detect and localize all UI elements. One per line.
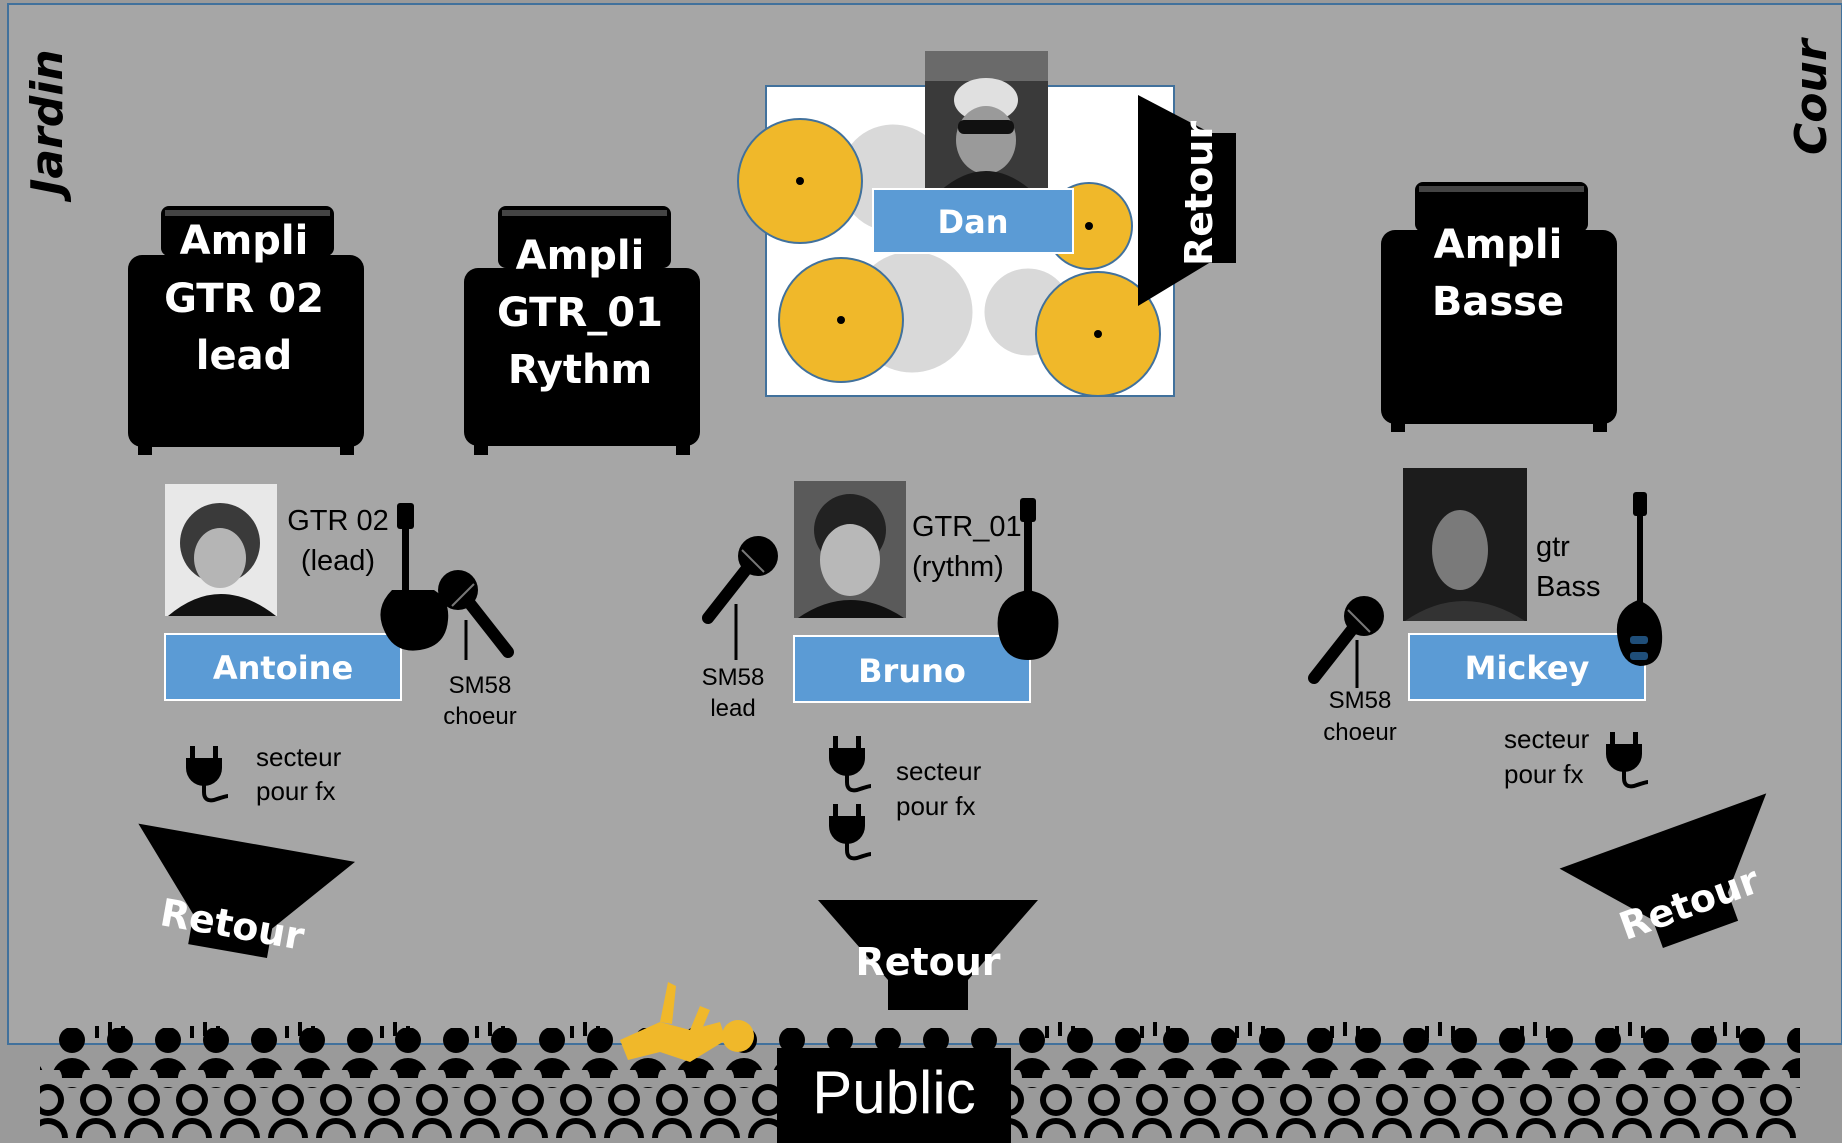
- mic-label-line: SM58: [702, 664, 765, 691]
- power-label-line: secteur: [256, 742, 342, 772]
- musician-role-line: Bass: [1536, 571, 1600, 603]
- mic-label-line: choeur: [443, 703, 516, 730]
- musician-name: Antoine: [213, 649, 353, 687]
- power-label-line: secteur: [896, 756, 982, 786]
- power-label-line: pour fx: [256, 776, 336, 806]
- amp-label-line: GTR_01: [497, 290, 663, 336]
- amp-label-line: lead: [196, 333, 292, 379]
- monitor-drums: Retour: [1138, 95, 1236, 306]
- crowd-surfer-icon: [620, 982, 754, 1062]
- mic-label-line: choeur: [1323, 719, 1396, 746]
- drummer-photo: [925, 51, 1048, 191]
- name-box-dan: [872, 188, 1074, 254]
- musician-role-line: GTR_01: [912, 511, 1022, 543]
- monitor-center: Retour: [818, 900, 1038, 1010]
- bass-guitar-icon: [1616, 492, 1663, 666]
- amp-label-line: Ampli: [516, 233, 645, 279]
- amp-label-line: Ampli: [180, 218, 309, 264]
- amp-label-line: Basse: [1432, 279, 1564, 325]
- musician-photo-antoine: [165, 484, 277, 616]
- musician-name: Bruno: [858, 652, 966, 690]
- power-label-line: pour fx: [1504, 759, 1584, 789]
- hollowbody-guitar-icon: [997, 498, 1059, 660]
- mic-label-line: SM58: [1329, 687, 1392, 714]
- musician-name: Dan: [938, 203, 1009, 241]
- name-box-bruno: [793, 635, 1031, 703]
- musician-name: Mickey: [1465, 649, 1590, 687]
- musician-role-line: (lead): [301, 545, 375, 577]
- public-label-box: [777, 1048, 1011, 1143]
- monitor-label: Retour: [855, 940, 1000, 984]
- musician-photo-bruno: [794, 481, 906, 618]
- name-box-antoine: [164, 633, 402, 701]
- name-box-mickey: [1408, 633, 1646, 701]
- power-label-line: secteur: [1504, 724, 1590, 754]
- monitor-label: Retour: [1177, 121, 1221, 266]
- amp-gtr02: Ampli GTR 02 lead: [128, 206, 364, 455]
- musician-role-line: (rythm): [912, 551, 1004, 583]
- side-label-cour: Cour: [1786, 37, 1837, 155]
- musician-role-line: GTR 02: [287, 505, 389, 537]
- mic-label-line: lead: [710, 695, 755, 722]
- amp-label-line: Ampli: [1434, 222, 1563, 268]
- amp-basse: Ampli Basse: [1381, 182, 1617, 432]
- public-label: Public: [812, 1059, 975, 1126]
- musician-photo-mickey: [1403, 468, 1527, 621]
- musician-role-line: gtr: [1536, 531, 1570, 563]
- power-label-line: pour fx: [896, 791, 976, 821]
- mic-label-line: SM58: [449, 672, 512, 699]
- amp-gtr01: Ampli GTR_01 Rythm: [464, 206, 700, 455]
- amp-label-line: GTR 02: [164, 276, 324, 322]
- side-label-jardin: Jardin: [22, 49, 73, 203]
- electric-guitar-icon: [380, 503, 449, 651]
- amp-label-line: Rythm: [508, 347, 652, 393]
